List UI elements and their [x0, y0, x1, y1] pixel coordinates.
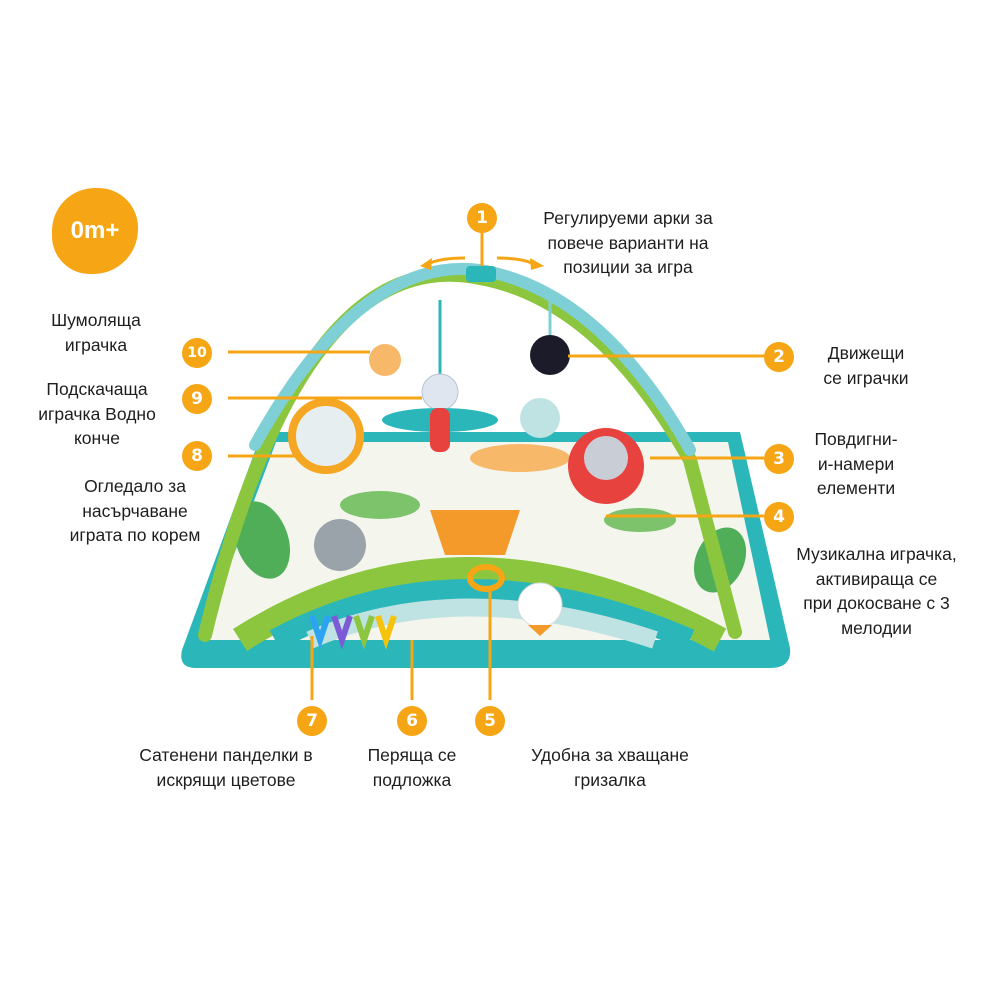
callout-label-teether: Удобна за хващане гризалка: [531, 745, 689, 790]
hedgehog-decoration: [314, 519, 366, 571]
callout-number-9: 9: [182, 384, 212, 414]
arrow-left-icon-head: [420, 258, 432, 270]
arch-green: [198, 267, 742, 642]
orange-blob-decoration: [470, 444, 570, 472]
callout-number-1: 1: [467, 203, 497, 233]
leaf-decoration: [604, 508, 676, 532]
ribbon-decoration: [353, 615, 375, 650]
callout-number-4: 4: [764, 502, 794, 532]
callout-number-5: 5: [475, 706, 505, 736]
ribbon-decoration: [375, 615, 397, 650]
callout-label-musical-toy: Музикална играчка, активираща се при док…: [796, 544, 957, 638]
dragonfly-toy-body: [430, 408, 450, 452]
callout-label-adjustable-arches: Регулируеми арки за повече варианти на п…: [543, 208, 713, 277]
callout-number-2: 2: [764, 342, 794, 372]
duck-beak-decoration: [528, 625, 552, 636]
leaf-decoration: [233, 501, 291, 579]
callout-number-7: 7: [297, 706, 327, 736]
callout-label-lift-and-find: Повдигни- и-намери елементи: [814, 429, 898, 498]
dragonfly-toy-head: [421, 373, 459, 411]
orange-pot-decoration: [430, 510, 520, 555]
age-badge: 0m+: [52, 188, 138, 274]
ribbon-decoration: [309, 615, 331, 650]
callout-number-8: 8: [182, 441, 212, 471]
callout-number-10: 10: [182, 338, 212, 368]
callout-label-rattle: Шумоляща играчка: [51, 310, 141, 355]
rainbow-decoration: [233, 557, 727, 652]
rattle-flower-toy: [369, 344, 401, 376]
leaf-decoration: [340, 491, 420, 519]
striped-ball-toy: [530, 335, 570, 375]
mirror-toy: [288, 398, 364, 474]
bunny-ball-toy: [520, 398, 560, 438]
rainbow-decoration: [306, 598, 658, 649]
duck-decoration: [517, 582, 563, 628]
callout-label-dragonfly: Подскачаща играчка Водно конче: [38, 379, 156, 448]
hedgehog-music-toy-face: [584, 436, 628, 480]
ribbon-decoration: [331, 615, 353, 650]
callout-number-3: 3: [764, 444, 794, 474]
callout-label-washable-mat: Перяща се подложка: [367, 745, 457, 790]
callout-label-mirror: Огледало за насърчаване играта по корем: [69, 476, 201, 545]
callout-label-satin-ribbons: Сатенени панделки в искрящи цветове: [139, 745, 313, 790]
callout-number-6: 6: [397, 706, 427, 736]
teether-toy: [467, 564, 505, 592]
arch-connector: [466, 266, 496, 282]
arrow-right-icon-head: [530, 258, 544, 270]
callout-label-moving-toys: Движещи се играчки: [823, 343, 909, 388]
